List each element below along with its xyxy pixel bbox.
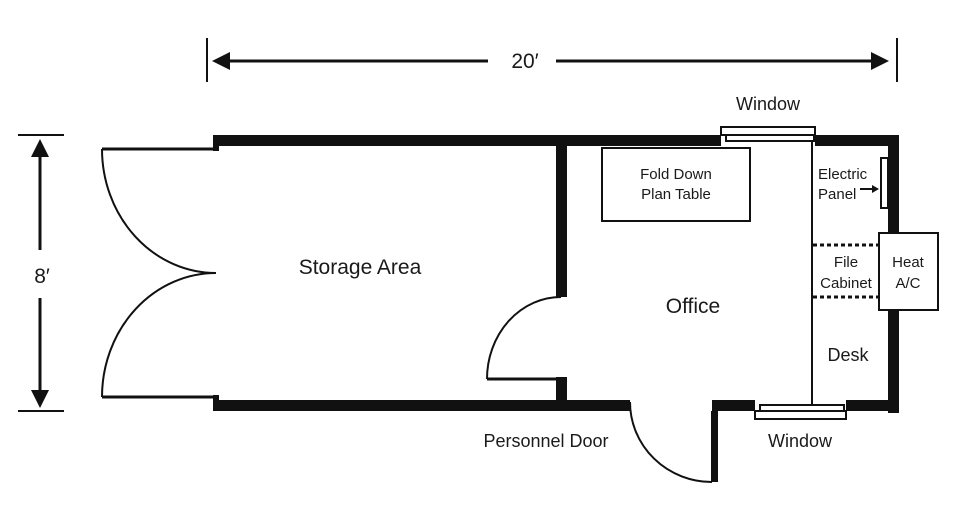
electric-panel-box: [880, 157, 889, 209]
left-wall-stub-bottom: [213, 395, 219, 411]
bottom-wall-mid: [712, 400, 755, 411]
left-wall-stub-top: [213, 135, 219, 151]
window-bottom: [754, 404, 847, 420]
window-top-sill: [720, 126, 816, 136]
width-dimension: [206, 38, 898, 82]
arrow-up-icon: [31, 139, 49, 157]
plan-table-label-line2: Plan Table: [641, 186, 711, 203]
width-dimension-label: 20′: [511, 50, 538, 73]
window-top-label: Window: [736, 94, 801, 114]
heat-ac-label-line2: A/C: [895, 275, 920, 292]
door-jamb: [712, 400, 718, 482]
interior-door: [486, 296, 562, 381]
personnel-door-swing: [629, 401, 713, 483]
electric-arrow-head: [872, 185, 879, 193]
top-wall-left: [213, 135, 721, 146]
double-door-swing-top: [101, 148, 217, 274]
personnel-door: [629, 401, 713, 483]
bottom-wall-right: [846, 400, 899, 411]
storage-area-label: Storage Area: [299, 256, 422, 279]
window-bottom-sill: [754, 410, 847, 420]
interior-door-swing: [486, 296, 562, 380]
heat-ac-label-line1: Heat: [892, 254, 925, 271]
personnel-door-label: Personnel Door: [483, 431, 608, 451]
interior-partition: [556, 135, 567, 411]
top-wall-right: [815, 135, 899, 146]
double-doors: [101, 147, 217, 399]
arrow-right-icon: [871, 52, 889, 70]
window-bottom-label: Window: [768, 431, 833, 451]
file-cabinet-label-line1: File: [834, 254, 858, 271]
partition-upper: [556, 135, 567, 297]
file-cabinet-outline: [813, 243, 878, 299]
arrow-down-icon: [31, 390, 49, 408]
electric-panel-label-line1: Electric: [818, 166, 868, 183]
window-top-glass: [725, 134, 815, 142]
file-cabinet-label-line2: Cabinet: [820, 275, 873, 292]
bottom-wall-left: [213, 400, 630, 411]
window-bottom-glass: [759, 404, 845, 412]
plan-table: [601, 147, 751, 222]
window-top: [720, 126, 816, 142]
arrow-right-icon: [860, 185, 879, 193]
height-dimension-label: 8′: [34, 265, 50, 288]
plan-table-label-line1: Fold Down: [640, 166, 712, 183]
arrow-left-icon: [212, 52, 230, 70]
electric-panel-label-line2: Panel: [818, 186, 856, 203]
height-dimension: [18, 134, 64, 412]
double-door-swing-bottom: [101, 272, 217, 398]
office-label: Office: [666, 295, 720, 318]
heat-ac-unit: [878, 232, 939, 311]
desk-label: Desk: [827, 345, 869, 365]
partition-lower: [556, 377, 567, 411]
